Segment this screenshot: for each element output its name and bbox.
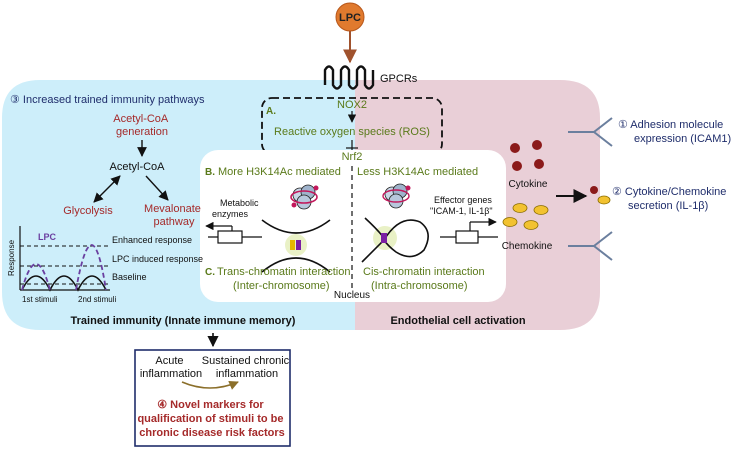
baseline-label: Baseline xyxy=(112,272,147,282)
acute-to-chronic-arrow xyxy=(181,380,239,390)
second-stimuli-label: 2nd stimuli xyxy=(78,295,116,304)
glycolysis-arrow xyxy=(93,175,121,203)
secretion-dots-icon xyxy=(590,186,611,205)
nucleus-box xyxy=(200,150,506,302)
mevalonate-label: Mevalonate pathway xyxy=(144,203,204,228)
endothelial-activation-label: Endothelial cell activation xyxy=(390,315,525,327)
chemokine-dots-icon xyxy=(502,203,549,230)
nrf2-label: Nrf2 xyxy=(342,151,363,163)
acute-inflammation-label: Acute inflammation xyxy=(140,355,202,380)
section-a-label: A. xyxy=(266,106,276,117)
acetyl-coa-label: Acetyl-CoA xyxy=(109,161,165,173)
nox2-label: NOX2 xyxy=(337,99,367,111)
glycolysis-label: Glycolysis xyxy=(63,205,113,217)
sustained-inflammation-label: Sustained chronic inflammation xyxy=(202,355,293,380)
trans-chromatin-label: Trans-chromatin interaction (Inter-chrom… xyxy=(217,266,354,292)
less-h3k14ac-label: Less H3K14Ac mediated xyxy=(357,166,478,178)
pathways-title: ③ Increased trained immunity pathways xyxy=(10,94,205,106)
acetyl-coa-generation-label: Acetyl-CoA generation xyxy=(113,113,170,138)
metabolic-gene-box xyxy=(217,230,243,244)
nucleosome-icon-right xyxy=(382,183,411,209)
gpcr-receptor-icon xyxy=(323,65,375,90)
lpc-label: LPC xyxy=(339,12,361,24)
adhesion-label: ① Adhesion molecule expression (ICAM1) xyxy=(618,119,731,145)
enhanced-response-label: Enhanced response xyxy=(112,235,192,245)
chronic-disease-box xyxy=(134,349,291,447)
chemokine-label: Chemokine xyxy=(502,241,553,252)
cytokine-secretion-label: ② Cytokine/Chemokine secretion (IL-1β) xyxy=(612,186,729,212)
nucleosome-icon-left xyxy=(290,184,319,210)
gpcrs-label: GPCRs xyxy=(380,73,418,85)
effector-genes-label: Effector genes "ICAM-1, IL-1β" xyxy=(430,195,494,216)
lpc-curve-label: LPC xyxy=(38,232,57,242)
cytokine-dots-icon xyxy=(510,140,544,171)
more-h3k14ac-label: More H3K14Ac mediated xyxy=(218,166,341,178)
trans-chromatin-icon xyxy=(261,219,331,273)
cis-chromatin-icon xyxy=(361,217,429,263)
ros-label: Reactive oxygen species (ROS) xyxy=(274,126,430,138)
trained-response-plot xyxy=(19,226,110,292)
first-stimuli-label: 1st stimuli xyxy=(22,295,58,304)
cytokine-label: Cytokine xyxy=(509,179,548,190)
section-c-label: C. xyxy=(205,267,215,278)
response-axis-label: Response xyxy=(7,239,16,276)
trained-immunity-label: Trained immunity (Innate immune memory) xyxy=(71,315,296,327)
cis-chromatin-label: Cis-chromatin interaction (Intra-chromos… xyxy=(363,266,488,292)
novel-markers-label: ④ Novel markers for qualification of sti… xyxy=(137,399,286,439)
section-b-label: B. xyxy=(205,167,215,178)
ros-dashed-box xyxy=(261,97,443,155)
nucleus-label: Nucleus xyxy=(334,290,370,301)
metabolic-enzymes-label: Metabolic enzymes xyxy=(212,198,261,219)
effector-gene-box xyxy=(455,230,479,244)
mevalonate-arrow xyxy=(145,175,169,201)
lpc-induced-response-label: LPC induced response xyxy=(112,254,203,264)
